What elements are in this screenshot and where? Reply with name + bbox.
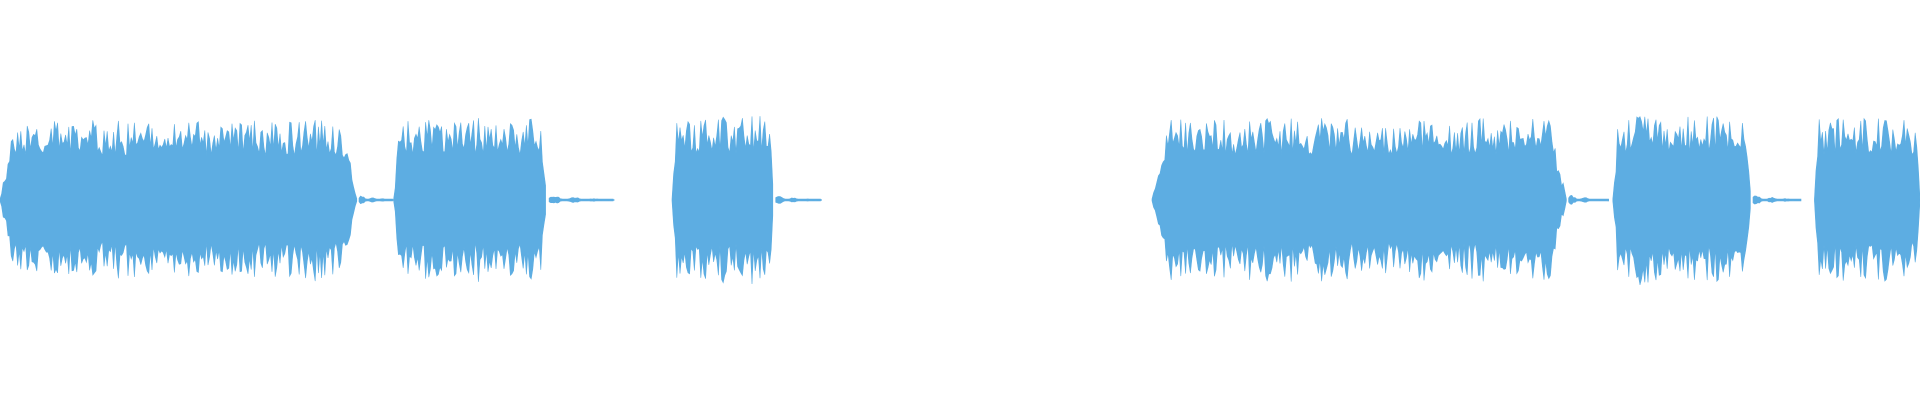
waveform-burst-6 (1151, 117, 1567, 282)
waveform-burst-10 (1814, 117, 1920, 282)
waveform-burst-0 (0, 120, 358, 282)
waveform-burst-2 (393, 118, 546, 282)
waveform-burst-8 (1612, 116, 1751, 285)
waveform-burst-4 (671, 116, 774, 285)
